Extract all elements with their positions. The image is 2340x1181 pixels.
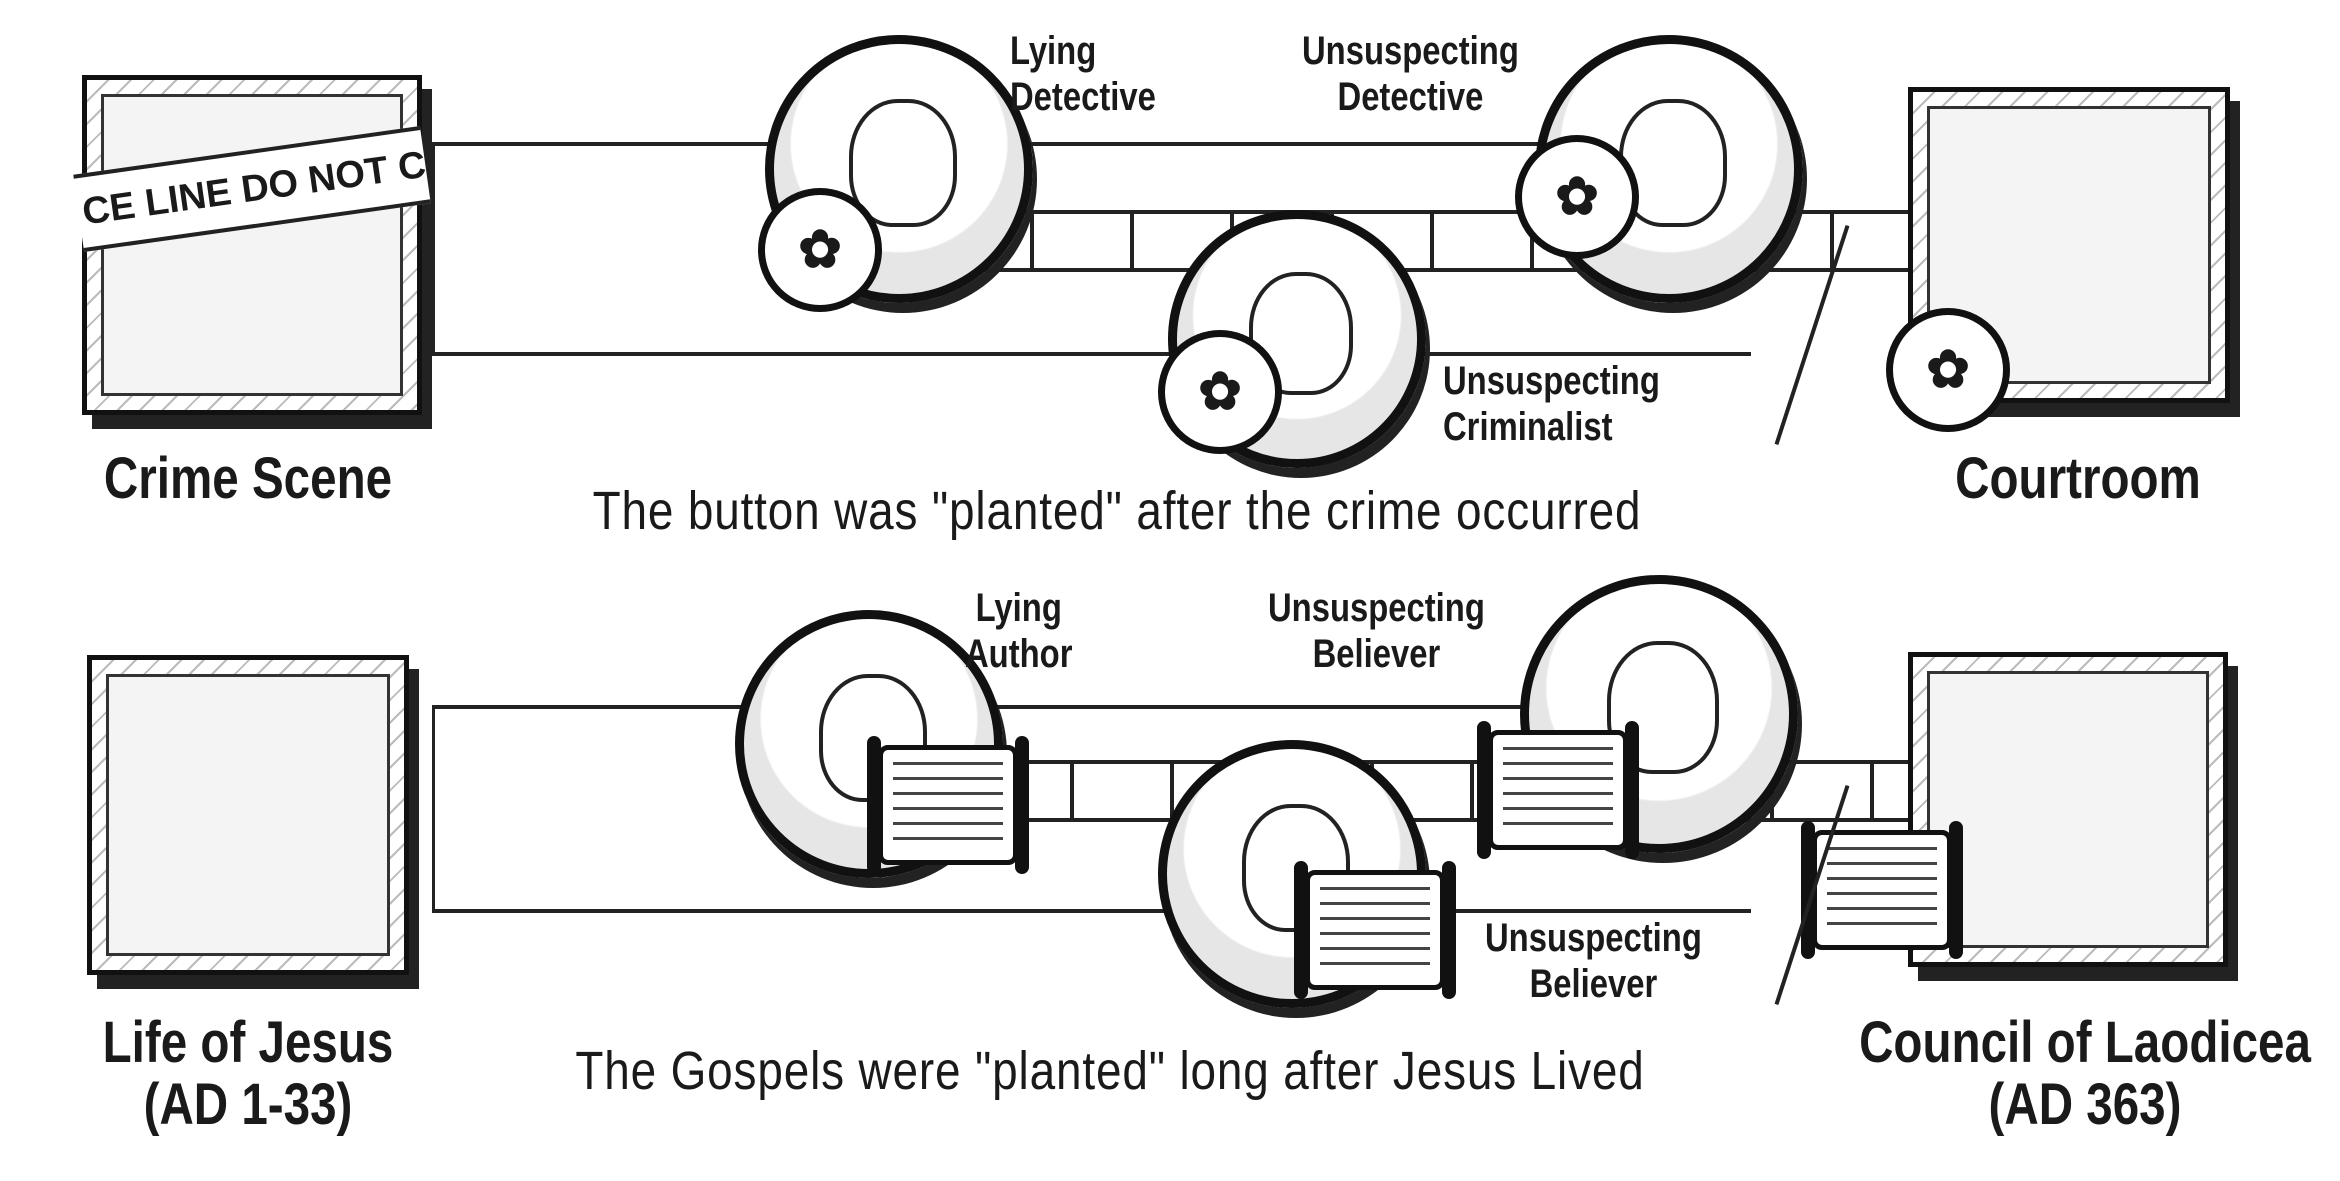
last-supper-image	[106, 674, 390, 956]
crime-scene-label: Crime Scene	[103, 446, 393, 511]
scroll-icon	[1477, 721, 1639, 859]
label-line: Council of Laodicea	[1859, 1010, 2311, 1075]
label-line: Life of Jesus	[102, 1010, 394, 1075]
label-line: Lying	[975, 586, 1062, 630]
life-of-jesus-label: Life of Jesus (AD 1-33)	[103, 1012, 394, 1136]
button-icon: ✿	[1158, 330, 1282, 454]
bottom-caption: The Gospels were "planted" long after Je…	[575, 1041, 1645, 1101]
scroll-icon	[1294, 861, 1456, 999]
council-of-laodicea-label: Council of Laodicea (AD 363)	[1859, 1012, 2311, 1136]
label-line: (AD 363)	[1988, 1072, 2182, 1137]
button-icon: ✿	[1886, 308, 2010, 432]
life-of-jesus-panel	[87, 655, 409, 975]
lying-detective-label: Lying Detective	[1010, 28, 1156, 120]
crime-scene-panel: CE LINE DO NOT C	[73, 75, 431, 415]
button-icon: ✿	[758, 188, 882, 312]
label-line: (AD 1-33)	[143, 1072, 353, 1137]
courtroom-label: Courtroom	[1955, 446, 2201, 511]
label-line: Detective	[1010, 75, 1156, 119]
unsuspecting-criminalist-label: Unsuspecting Criminalist	[1443, 358, 1660, 450]
council-image	[1927, 671, 2209, 948]
scroll-icon	[1801, 821, 1963, 959]
button-icon: ✿	[1515, 135, 1639, 259]
label-line: Unsuspecting	[1302, 29, 1519, 73]
label-line: Unsuspecting	[1443, 359, 1660, 403]
label-line: Believer	[1312, 632, 1441, 676]
unsuspecting-detective-label: Unsuspecting Detective	[1302, 28, 1519, 120]
lying-author-label: Lying Author	[965, 585, 1072, 677]
label-line: Criminalist	[1443, 405, 1613, 449]
label-line: Lying	[1010, 29, 1097, 73]
timeline-bar	[432, 705, 1751, 913]
label-line: Unsuspecting	[1268, 586, 1485, 630]
scroll-icon	[867, 736, 1029, 874]
label-line: Unsuspecting	[1485, 916, 1702, 960]
label-line: Author	[965, 632, 1073, 676]
top-caption: The button was "planted" after the crime…	[592, 481, 1642, 541]
unsuspecting-believer-label: Unsuspecting Believer	[1485, 915, 1702, 1007]
timeline-bar	[432, 142, 1751, 356]
face	[1249, 271, 1353, 395]
label-line: Believer	[1529, 962, 1658, 1006]
face	[849, 99, 957, 227]
label-line: Detective	[1337, 75, 1484, 119]
council-of-laodicea-panel	[1908, 652, 2228, 967]
unsuspecting-believer-label: Unsuspecting Believer	[1268, 585, 1485, 677]
